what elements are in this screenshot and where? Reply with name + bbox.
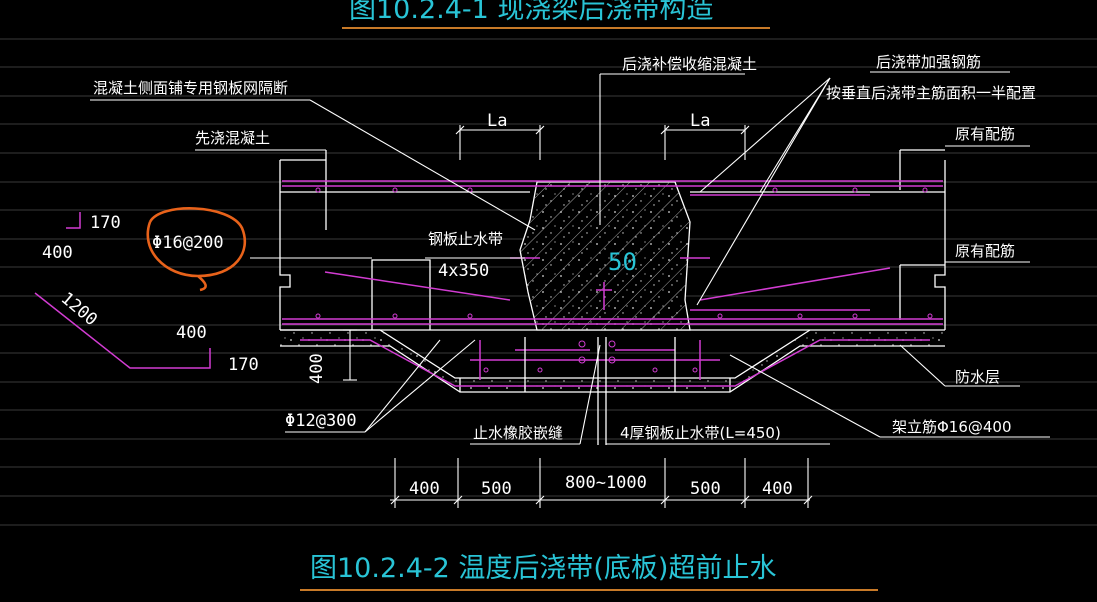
bottom-dimension-chain <box>390 458 813 508</box>
rebar-lines <box>282 180 943 387</box>
label-la-left: La <box>487 111 507 131</box>
label-dim-170-top: 170 <box>90 213 121 233</box>
label-original-rebar-mid: 原有配筋 <box>955 242 1015 260</box>
label-rebar-annotation: Φ16@200 <box>152 233 224 253</box>
dim-bottom-4: 400 <box>762 479 793 499</box>
label-reinforcing-bars: 后浇带加强钢筋 <box>876 53 981 71</box>
dim-bottom-3: 500 <box>690 479 721 499</box>
label-dim-1200: 1200 <box>57 289 101 331</box>
dim-bottom-2: 800~1000 <box>565 473 647 493</box>
label-center-number: 50 <box>608 248 637 276</box>
rebar-dots <box>315 187 933 373</box>
concrete-bed <box>280 330 945 392</box>
label-first-pour-concrete: 先浇混凝土 <box>195 129 270 147</box>
leader-lines <box>90 71 1050 445</box>
label-shrinkage-concrete: 后浇补偿收缩混凝土 <box>622 55 757 73</box>
label-steel-waterstop-size: 4x350 <box>438 261 489 281</box>
label-steel-waterstop: 钢板止水带 <box>428 230 503 248</box>
label-dim-400-bend: 400 <box>176 323 207 343</box>
label-steel-waterstop-bottom: 4厚钢板止水带(L=450) <box>620 424 781 442</box>
label-dim-170-bottom: 170 <box>228 355 259 375</box>
label-dim-400-vertical: 400 <box>307 353 327 384</box>
label-stirrup-left: Φ12@300 <box>285 411 357 431</box>
label-waterproof-layer: 防水层 <box>955 368 1000 386</box>
label-rubber-joint: 止水橡胶嵌缝 <box>473 424 563 442</box>
label-reinforcing-bars-note: 按垂直后浇带主筋面积一半配置 <box>826 84 1036 102</box>
top-title: 图10.2.4-1 现浇梁后浇带构造 <box>349 0 713 25</box>
post-cast-band <box>519 181 691 331</box>
bottom-title: 图10.2.4-2 温度后浇带(底板)超前止水 <box>310 553 776 584</box>
dim-bottom-1: 500 <box>481 479 512 499</box>
highlight-circle <box>146 207 247 292</box>
label-support-bar: 架立筋Φ16@400 <box>892 418 1012 436</box>
label-la-right: La <box>690 111 710 131</box>
label-dim-400-left: 400 <box>42 243 73 263</box>
dim-bottom-0: 400 <box>409 479 440 499</box>
label-original-rebar-top: 原有配筋 <box>955 125 1015 143</box>
label-mesh-partition: 混凝土侧面铺专用钢板网隔断 <box>93 79 288 97</box>
bent-bar-sketch <box>34 212 211 369</box>
